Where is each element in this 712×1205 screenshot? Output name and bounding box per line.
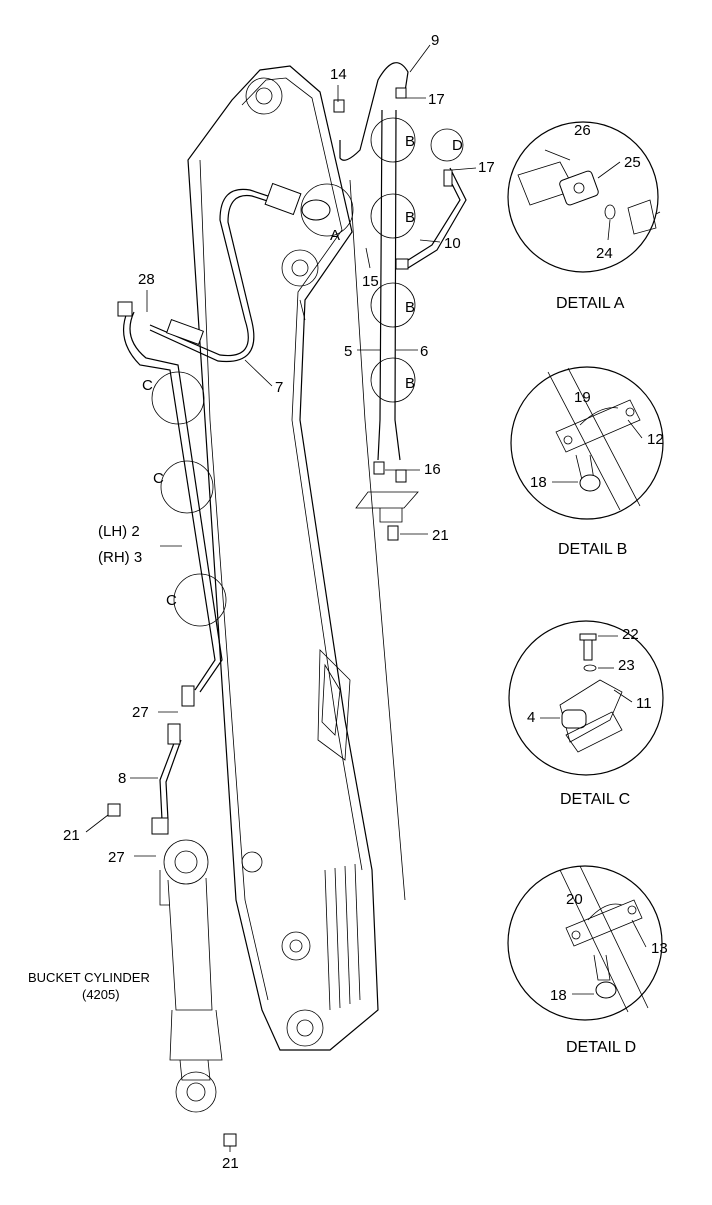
callout-8: 8: [118, 770, 126, 787]
detail-b-title: DETAIL B: [558, 541, 627, 558]
callout-2: (LH) 2: [98, 523, 140, 540]
marker-b-1: [370, 117, 416, 163]
callout-12: 12: [647, 431, 664, 448]
callout-4: 4: [527, 709, 535, 726]
detail-markers: [151, 117, 464, 627]
marker-c-3: [173, 573, 227, 627]
letter-b-2: B: [405, 209, 415, 226]
callout-27a: 27: [132, 704, 149, 721]
callout-22: 22: [622, 626, 639, 643]
callout-21b: 21: [63, 827, 80, 844]
callout-14: 14: [330, 66, 347, 83]
callout-16: 16: [424, 461, 441, 478]
bucket-cylinder: [159, 839, 223, 1113]
callout-20: 20: [566, 891, 583, 908]
marker-a: [300, 183, 354, 237]
callout-26: 26: [574, 122, 591, 139]
callout-17a: 17: [428, 91, 445, 108]
marker-c-2: [160, 460, 214, 514]
detail-d: 20 13 18 DETAIL D: [507, 865, 668, 1056]
callouts: 9 14 17 17 10 15 28 7 5 6 16 21 (LH) 2 (…: [28, 32, 495, 1172]
marker-c-1: [151, 371, 205, 425]
marker-b-3: [370, 282, 416, 328]
callout-25: 25: [624, 154, 641, 171]
letter-c-1: C: [142, 377, 153, 394]
detail-letters: A B B B B D C C C: [142, 133, 463, 609]
callout-5: 5: [344, 343, 352, 360]
callout-17b: 17: [478, 159, 495, 176]
callout-23: 23: [618, 657, 635, 674]
arm-structure: [187, 65, 406, 1051]
marker-b-4: [370, 357, 416, 403]
callout-27b: 27: [108, 849, 125, 866]
detail-a-title: DETAIL A: [556, 295, 625, 312]
callout-13: 13: [651, 940, 668, 957]
letter-b-1: B: [405, 133, 415, 150]
bucket-cylinder-code: (4205): [82, 987, 120, 1002]
callout-7: 7: [275, 379, 283, 396]
letter-a: A: [330, 227, 340, 244]
letter-d: D: [452, 137, 463, 154]
callout-28: 28: [138, 271, 155, 288]
callout-6: 6: [420, 343, 428, 360]
detail-c-title: DETAIL C: [560, 791, 630, 808]
callout-10: 10: [444, 235, 461, 252]
callout-18-b: 18: [530, 474, 547, 491]
hose-routing: [107, 62, 467, 1147]
letter-c-3: C: [166, 592, 177, 609]
callout-21a: 21: [432, 527, 449, 544]
detail-d-title: DETAIL D: [566, 1039, 636, 1056]
detail-b: 19 12 18 DETAIL B: [510, 366, 664, 558]
letter-c-2: C: [153, 470, 164, 487]
callout-11: 11: [636, 695, 652, 712]
callout-19: 19: [574, 389, 591, 406]
callout-21c: 21: [222, 1155, 239, 1172]
callout-3: (RH) 3: [98, 549, 142, 566]
callout-24: 24: [596, 245, 613, 262]
detail-c: 22 23 4 11 DETAIL C: [508, 620, 664, 808]
bucket-cylinder-label: BUCKET CYLINDER: [28, 970, 150, 985]
letter-b-3: B: [405, 299, 415, 316]
detail-a: 26 25 24 DETAIL A: [507, 121, 661, 312]
marker-b-2: [370, 193, 416, 239]
callout-15: 15: [362, 273, 379, 290]
letter-b-4: B: [405, 375, 415, 392]
marker-d: [430, 128, 464, 162]
callout-18-d: 18: [550, 987, 567, 1004]
callout-9: 9: [431, 32, 439, 49]
